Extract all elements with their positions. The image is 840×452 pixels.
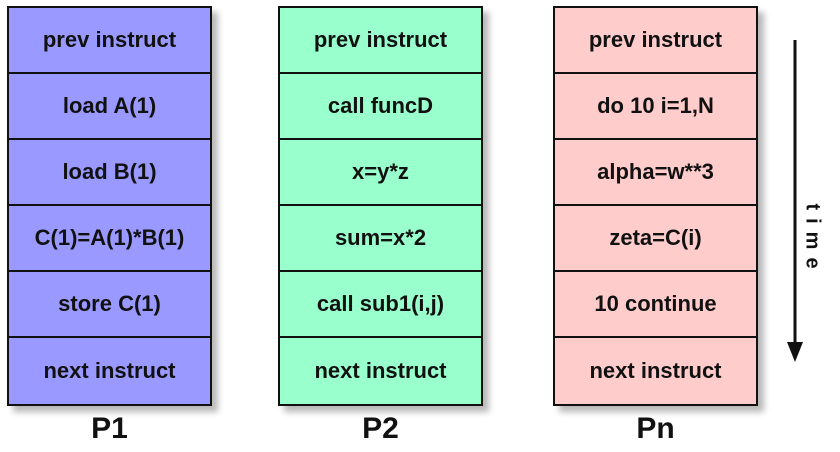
p1-instruction: load A(1) <box>9 74 210 140</box>
p2-instruction: x=y*z <box>280 140 481 206</box>
p1-instruction: store C(1) <box>9 272 210 338</box>
p2-instruction: prev instruct <box>280 8 481 74</box>
processor-p2-stack: prev instruct call funcD x=y*z sum=x*2 c… <box>278 6 483 406</box>
p1-instruction: C(1)=A(1)*B(1) <box>9 206 210 272</box>
pn-instruction: next instruct <box>589 358 722 383</box>
p1-instruction: next instruct <box>43 358 176 383</box>
p2-instruction: next instruct <box>314 358 447 383</box>
arrow-down-icon <box>787 40 803 362</box>
p2-instruction: call funcD <box>280 74 481 140</box>
p2-instruction: sum=x*2 <box>280 206 481 272</box>
time-label: time <box>801 203 824 277</box>
pn-instruction: do 10 i=1,N <box>555 74 756 140</box>
processor-pn-stack: prev instruct do 10 i=1,N alpha=w**3 zet… <box>553 6 758 406</box>
pn-instruction: 10 continue <box>555 272 756 338</box>
pn-instruction: alpha=w**3 <box>555 140 756 206</box>
p1-instruction: prev instruct <box>9 8 210 74</box>
pn-instruction: prev instruct <box>555 8 756 74</box>
p1-instruction: load B(1) <box>9 140 210 206</box>
pn-instruction: zeta=C(i) <box>555 206 756 272</box>
processor-p2-label: P2 <box>362 412 399 445</box>
processor-p1-stack: prev instruct load A(1) load B(1) C(1)=A… <box>7 6 212 406</box>
processor-pn-label: Pn <box>636 412 675 445</box>
processor-p1-label: P1 <box>91 412 128 445</box>
p2-instruction: call sub1(i,j) <box>280 272 481 338</box>
time-axis: time <box>770 40 830 370</box>
